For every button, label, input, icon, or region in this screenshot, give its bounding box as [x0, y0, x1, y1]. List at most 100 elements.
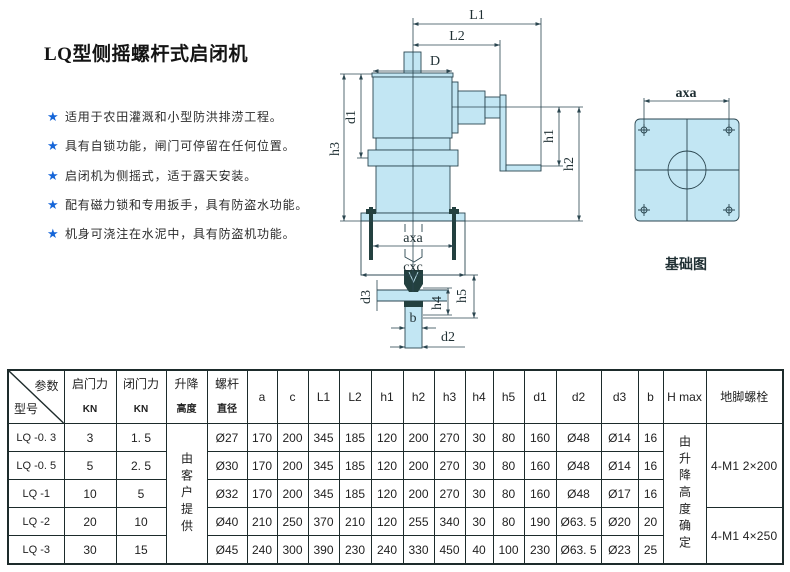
- header-h4: h4: [464, 369, 494, 424]
- cell-d3: Ø14: [600, 423, 639, 452]
- header-c: c: [276, 369, 309, 424]
- cell-d1: 160: [523, 451, 557, 480]
- header-hmax: H max: [662, 369, 707, 424]
- cell-l1: 390: [307, 535, 340, 565]
- header-label: L1: [316, 390, 331, 404]
- header-label: 闭门力: [122, 377, 159, 391]
- label-L1: L1: [469, 8, 485, 23]
- cell-opening-force: 30: [63, 535, 117, 565]
- feature-text: 具有自锁功能，闸门可停留在任何位置。: [65, 139, 296, 154]
- label-b: b: [410, 311, 417, 326]
- cell-h4: 40: [464, 535, 494, 565]
- header-h1: h1: [370, 369, 404, 424]
- header-label: 升降: [174, 377, 199, 391]
- cell-a: 240: [246, 535, 278, 565]
- feature-text: 配有磁力锁和专用扳手，具有防盗水功能。: [65, 198, 309, 213]
- side-gearbox: [457, 90, 486, 125]
- hmax-merged-cell: 由升降高度确定: [662, 423, 707, 565]
- label-d3: d3: [359, 290, 374, 304]
- cell-a: 170: [246, 479, 278, 508]
- label-cxc: cxc: [403, 260, 422, 275]
- cell-c: 250: [276, 507, 309, 536]
- cell-d2: Ø48: [555, 479, 602, 508]
- header-label: 地脚螺栓: [720, 390, 769, 404]
- cell-b: 20: [637, 507, 664, 536]
- feature-text: 适用于农田灌溉和小型防洪排涝工程。: [65, 110, 283, 125]
- cell-h4: 30: [464, 423, 494, 452]
- feature-item: 启闭机为侧摇式，适于露天安装。: [47, 161, 308, 190]
- cell-model: LQ -0. 5: [7, 451, 65, 480]
- cell-d1: 160: [523, 423, 557, 452]
- crank-arm: [499, 94, 507, 172]
- header-corner: 参数 型号: [7, 369, 65, 424]
- cell-c: 200: [276, 451, 309, 480]
- cell-h5: 80: [492, 507, 525, 536]
- feature-list: 适用于农田灌溉和小型防洪排涝工程。 具有自锁功能，闸门可停留在任何位置。 启闭机…: [47, 102, 308, 248]
- cell-c: 300: [276, 535, 309, 565]
- label-d2: d2: [441, 330, 455, 345]
- cell-b: 16: [637, 423, 664, 452]
- cell-c: 200: [276, 479, 309, 508]
- cell-model: LQ -0. 3: [7, 423, 65, 452]
- top-plate: [371, 72, 454, 78]
- feature-text: 机身可浇注在水泥中，具有防盗机功能。: [65, 227, 296, 242]
- header-label: h2: [411, 390, 426, 404]
- crank-shaft: [484, 96, 501, 119]
- cell-l2: 185: [338, 451, 372, 480]
- cell-closing-force: 15: [115, 535, 167, 565]
- cell-d1: 160: [523, 479, 557, 508]
- header-label: H max: [667, 390, 702, 404]
- cell-h1: 120: [370, 451, 404, 480]
- bolt-hole-cross: [638, 204, 650, 216]
- cell-h2: 200: [402, 423, 435, 452]
- page-title: LQ型侧摇螺杆式启闭机: [44, 44, 248, 65]
- header-unit: KN: [82, 404, 98, 415]
- crank-handle: [505, 164, 542, 172]
- cell-l2: 210: [338, 507, 372, 536]
- header-label: a: [258, 390, 266, 404]
- cell-h2: 200: [402, 451, 435, 480]
- cell-l1: 345: [307, 479, 340, 508]
- header-h2: h2: [402, 369, 435, 424]
- header-label: c: [289, 390, 296, 404]
- hoist-elevation: [360, 51, 542, 349]
- cell-h5: 80: [492, 479, 525, 508]
- cell-model: LQ -2: [7, 507, 65, 536]
- dimension-lines: [340, 18, 583, 349]
- cell-d3: Ø14: [600, 451, 639, 480]
- cell-d2: Ø63. 5: [555, 535, 602, 565]
- cell-h1: 240: [370, 535, 404, 565]
- pin-hole-band: [377, 290, 447, 301]
- label-h1: h1: [542, 129, 557, 143]
- cell-d1: 230: [523, 535, 557, 565]
- cell-h2: 200: [402, 479, 435, 508]
- technical-drawing: L1 L2 D d1 h3 h1 h2 axa cxc d3 h4 h5 b d…: [328, 8, 740, 349]
- feature-item: 配有磁力锁和专用扳手，具有防盗水功能。: [47, 190, 308, 219]
- cell-d3: Ø17: [600, 479, 639, 508]
- cell-h3: 340: [433, 507, 466, 536]
- header-unit: KN: [133, 404, 149, 415]
- cell-a: 210: [246, 507, 278, 536]
- header-lift-height: 升降高度: [165, 369, 208, 424]
- cell-l2: 185: [338, 479, 372, 508]
- lift-height-note: 由客户提供: [179, 451, 194, 536]
- cell-a: 170: [246, 423, 278, 452]
- cell-closing-force: 2. 5: [115, 451, 167, 480]
- cell-closing-force: 5: [115, 479, 167, 508]
- cell-screw-diameter: Ø30: [206, 451, 248, 480]
- header-label: d2: [571, 390, 586, 404]
- header-d2: d2: [555, 369, 602, 424]
- cell-model: LQ -1: [7, 479, 65, 508]
- cxc-bracket: [404, 249, 423, 263]
- cell-h3: 450: [433, 535, 466, 565]
- cell-h5: 80: [492, 423, 525, 452]
- header-unit: 直径: [217, 404, 237, 415]
- label-h4: h4: [430, 296, 445, 310]
- header-l1: L1: [307, 369, 340, 424]
- header-label: d3: [612, 390, 627, 404]
- label-L2: L2: [449, 29, 465, 44]
